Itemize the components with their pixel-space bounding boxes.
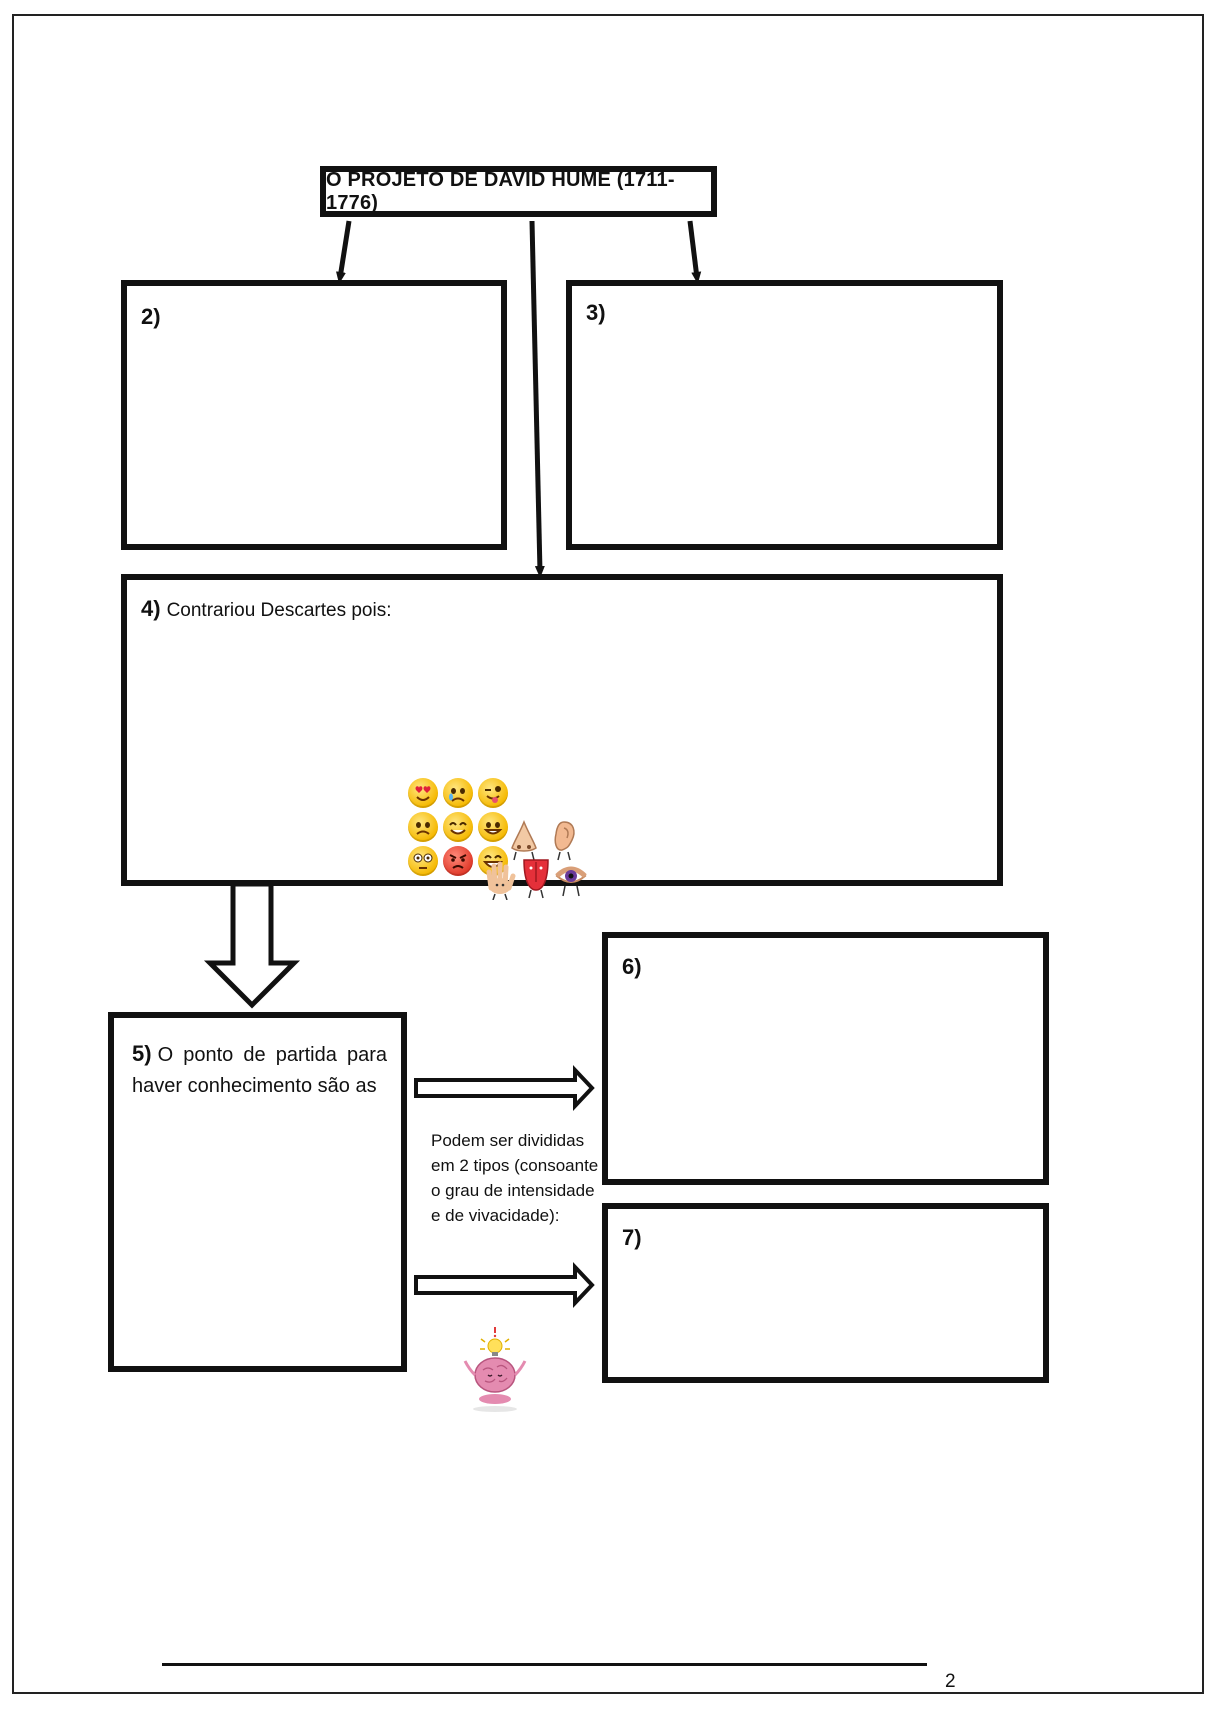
answer-box-3[interactable]: 3) [566, 280, 1003, 550]
box-6-number: 6) [622, 954, 642, 979]
footer-rule [162, 1663, 927, 1666]
side-note: Podem ser divididas em 2 tipos (consoant… [431, 1131, 599, 1225]
tongue-icon [523, 859, 549, 899]
box-7-number: 7) [622, 1225, 642, 1250]
emoji-winking-tongue-icon [478, 778, 508, 808]
emoji-smile-icon [443, 812, 473, 842]
ear-icon [554, 821, 575, 861]
emoji-grin-icon [478, 812, 508, 842]
brain-lightbulb-icon [463, 1327, 527, 1412]
box-5-text: 5)O ponto de partida para haver conhecim… [132, 1038, 387, 1102]
box-2-number: 2) [141, 304, 161, 329]
hand-icon [486, 861, 516, 900]
page-border [12, 14, 1204, 1694]
answer-box-7[interactable]: 7) [602, 1203, 1049, 1383]
box-5-number: 5) [132, 1041, 152, 1066]
emoji-heart-eyes-icon [408, 778, 438, 808]
box-4-prompt: Contrariou Descartes pois: [166, 600, 392, 621]
title-box: O PROJETO DE DAVID HUME (1711-1776) [320, 166, 717, 217]
emoji-angry-icon [443, 846, 473, 876]
diagram-title: O PROJETO DE DAVID HUME (1711-1776) [326, 168, 675, 214]
emoji-cluster [408, 778, 588, 878]
nose-icon [511, 819, 537, 861]
page-number: 2 [945, 1671, 956, 1692]
box-3-number: 3) [586, 300, 606, 325]
eye-icon [555, 866, 587, 897]
emoji-crying-icon [443, 778, 473, 808]
answer-box-5[interactable]: 5)O ponto de partida para haver conhecim… [108, 1012, 407, 1372]
answer-box-6[interactable]: 6) [602, 932, 1049, 1185]
emoji-flushed-icon [408, 846, 438, 876]
box-4-number: 4) [141, 596, 161, 621]
answer-box-2[interactable]: 2) [121, 280, 507, 550]
box-5-prompt: O ponto de partida para haver conhecimen… [132, 1044, 387, 1097]
emoji-sad-icon [408, 812, 438, 842]
